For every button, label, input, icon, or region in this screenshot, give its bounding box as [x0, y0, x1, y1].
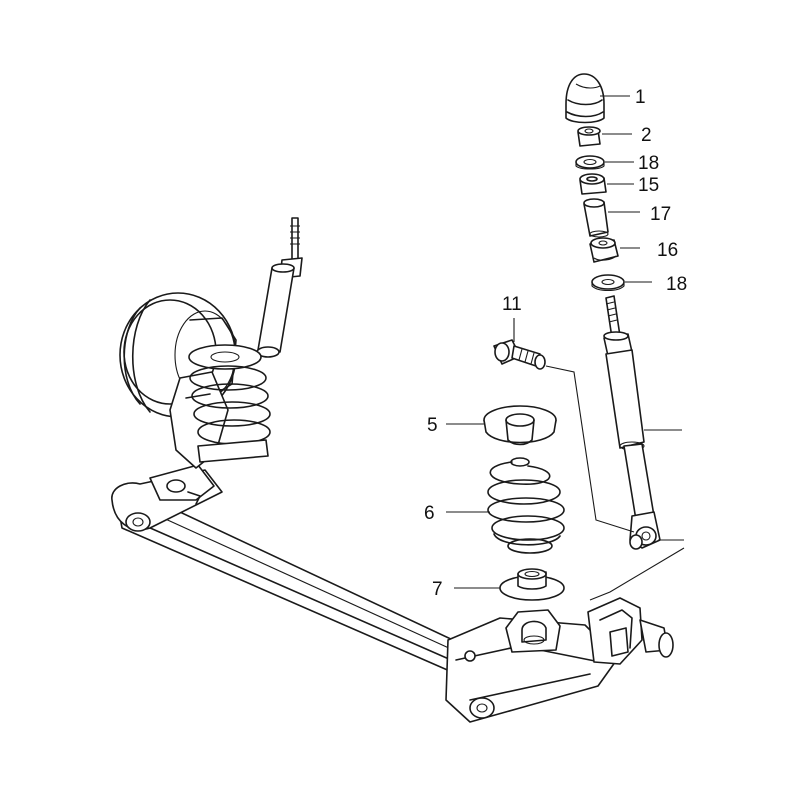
callout-labels: 1 2 18 15 17 16 18 11 5 6 7	[424, 87, 687, 600]
part-11-bolt	[493, 339, 635, 533]
callout-2: 2	[641, 125, 652, 146]
rear-axle-beam	[111, 464, 685, 723]
part-6-coil-spring-right	[487, 457, 565, 554]
part-18-washer-lower	[591, 274, 625, 292]
callout-leaders	[446, 95, 652, 589]
part-2-nut	[577, 126, 601, 147]
brake-drum-left	[119, 292, 237, 469]
part-18-washer-upper	[575, 155, 605, 170]
callout-16: 16	[657, 240, 678, 261]
callout-15: 15	[638, 175, 659, 196]
part-1-bump-stop-cap	[565, 73, 605, 124]
coil-spring-left	[188, 344, 271, 463]
part-16-bushing	[589, 237, 619, 263]
callout-17: 17	[650, 204, 671, 225]
callout-18-lower: 18	[666, 274, 687, 295]
callout-6: 6	[424, 503, 435, 524]
callout-7: 7	[432, 579, 443, 600]
callout-1: 1	[635, 87, 646, 108]
part-15-bushing	[579, 173, 607, 195]
callout-5: 5	[427, 415, 438, 436]
part-5-upper-spring-seat	[483, 405, 557, 446]
part-7-lower-spring-seat	[499, 568, 565, 601]
shock-absorber-right	[603, 295, 684, 550]
callout-18-upper: 18	[638, 153, 659, 174]
part-17-sleeve	[583, 198, 609, 238]
callout-11: 11	[502, 294, 522, 315]
shock-absorber-left	[256, 217, 303, 358]
